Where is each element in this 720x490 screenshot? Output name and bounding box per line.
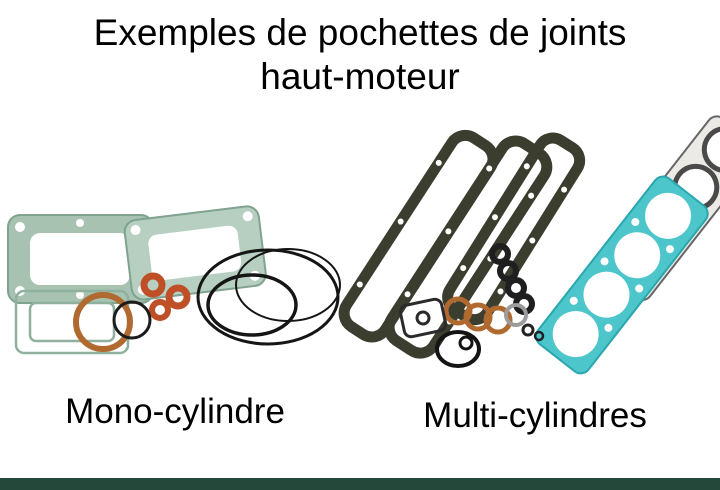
multi-small-rings	[521, 323, 545, 342]
multi-black-oring	[435, 330, 481, 368]
mono-copper-washer	[73, 292, 133, 352]
caption-multi-cylindres: Multi-cylindres	[423, 396, 647, 435]
mono-black-orings	[196, 248, 341, 346]
mono-orange-rings	[140, 272, 191, 321]
mono-cylinder-gasket-drawing	[7, 205, 341, 355]
multi-cylinder-figure	[320, 106, 720, 400]
caption-mono-cylindre: Mono-cylindre	[65, 392, 285, 431]
multi-small-gasket-outline	[398, 297, 448, 339]
multi-cylinder-gasket-drawing	[338, 115, 720, 375]
mono-cylinder-figure	[0, 185, 345, 400]
page-title-line-1: Exemples de pochettes de joints	[93, 12, 627, 53]
page-title-line-2: haut-moteur	[260, 56, 460, 97]
cover-gasket-holes	[460, 163, 568, 295]
mono-green-gasket-left	[7, 214, 154, 304]
multi-copper-washers	[443, 296, 528, 335]
mono-small-black-ring	[112, 300, 152, 340]
cover-gasket-holes	[356, 159, 481, 313]
bottom-green-bar	[0, 478, 720, 490]
multi-dark-cover-gaskets	[338, 129, 586, 359]
multi-teal-head-gasket	[535, 175, 709, 375]
